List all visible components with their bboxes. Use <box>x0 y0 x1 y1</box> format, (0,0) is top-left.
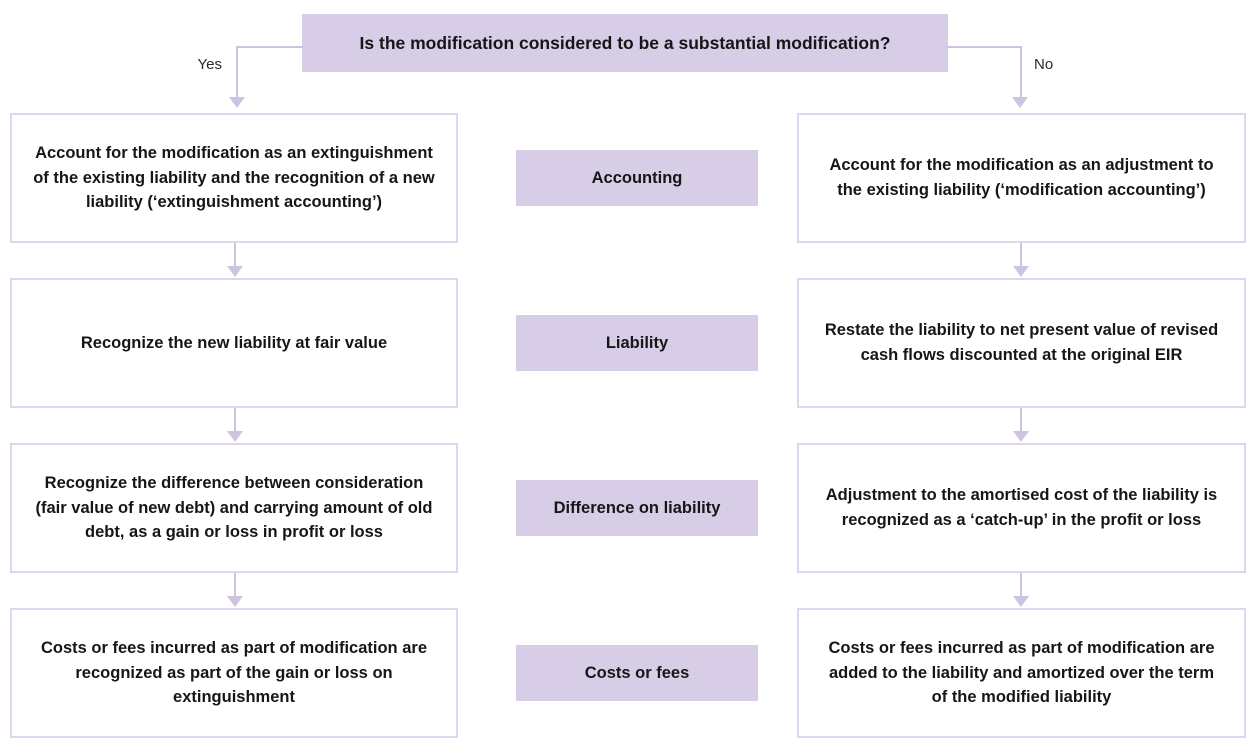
no-costs-box: Costs or fees incurred as part of modifi… <box>797 608 1246 738</box>
yes-difference-box: Recognize the difference between conside… <box>10 443 458 573</box>
no-branch-arrowhead-icon <box>1012 97 1028 108</box>
no-difference-text: Adjustment to the amortised cost of the … <box>825 486 1218 529</box>
category-difference-text: Difference on liability <box>553 498 721 517</box>
yes-branch-connector <box>236 46 303 98</box>
yes-branch-arrowhead-icon <box>229 97 245 108</box>
category-label-liability: Liability <box>516 315 758 371</box>
no-costs-text: Costs or fees incurred as part of modifi… <box>828 638 1215 707</box>
no-branch-connector <box>946 46 1022 98</box>
no-liability-text: Restate the liability to net present val… <box>824 321 1219 364</box>
category-label-difference-on-liability: Difference on liability <box>516 480 758 536</box>
category-costs-text: Costs or fees <box>584 663 690 682</box>
yes-difference-text: Recognize the difference between conside… <box>35 473 433 542</box>
no-difference-box: Adjustment to the amortised cost of the … <box>797 443 1246 573</box>
no-liability-box: Restate the liability to net present val… <box>797 278 1246 408</box>
yes-accounting-box: Account for the modification as an extin… <box>10 113 458 243</box>
category-accounting-text: Accounting <box>591 168 683 187</box>
yes-accounting-text: Account for the modification as an extin… <box>33 143 435 212</box>
yes-liability-text: Recognize the new liability at fair valu… <box>80 333 388 352</box>
yes-arrow-3-icon <box>227 573 243 607</box>
category-label-costs-or-fees: Costs or fees <box>516 645 758 701</box>
decision-box: Is the modification considered to be a s… <box>302 14 948 72</box>
yes-arrow-1-icon <box>227 243 243 277</box>
no-arrow-2-icon <box>1013 408 1029 442</box>
no-accounting-box: Account for the modification as an adjus… <box>797 113 1246 243</box>
category-label-accounting: Accounting <box>516 150 758 206</box>
yes-branch-label: Yes <box>197 56 222 73</box>
yes-arrow-2-icon <box>227 408 243 442</box>
category-liability-text: Liability <box>605 333 669 352</box>
yes-liability-box: Recognize the new liability at fair valu… <box>10 278 458 408</box>
decision-question: Is the modification considered to be a s… <box>359 32 891 53</box>
no-accounting-text: Account for the modification as an adjus… <box>829 156 1214 199</box>
no-branch-label: No <box>1034 56 1054 73</box>
yes-costs-text: Costs or fees incurred as part of modifi… <box>40 638 427 707</box>
no-arrow-1-icon <box>1013 243 1029 277</box>
yes-costs-box: Costs or fees incurred as part of modifi… <box>10 608 458 738</box>
no-arrow-3-icon <box>1013 573 1029 607</box>
